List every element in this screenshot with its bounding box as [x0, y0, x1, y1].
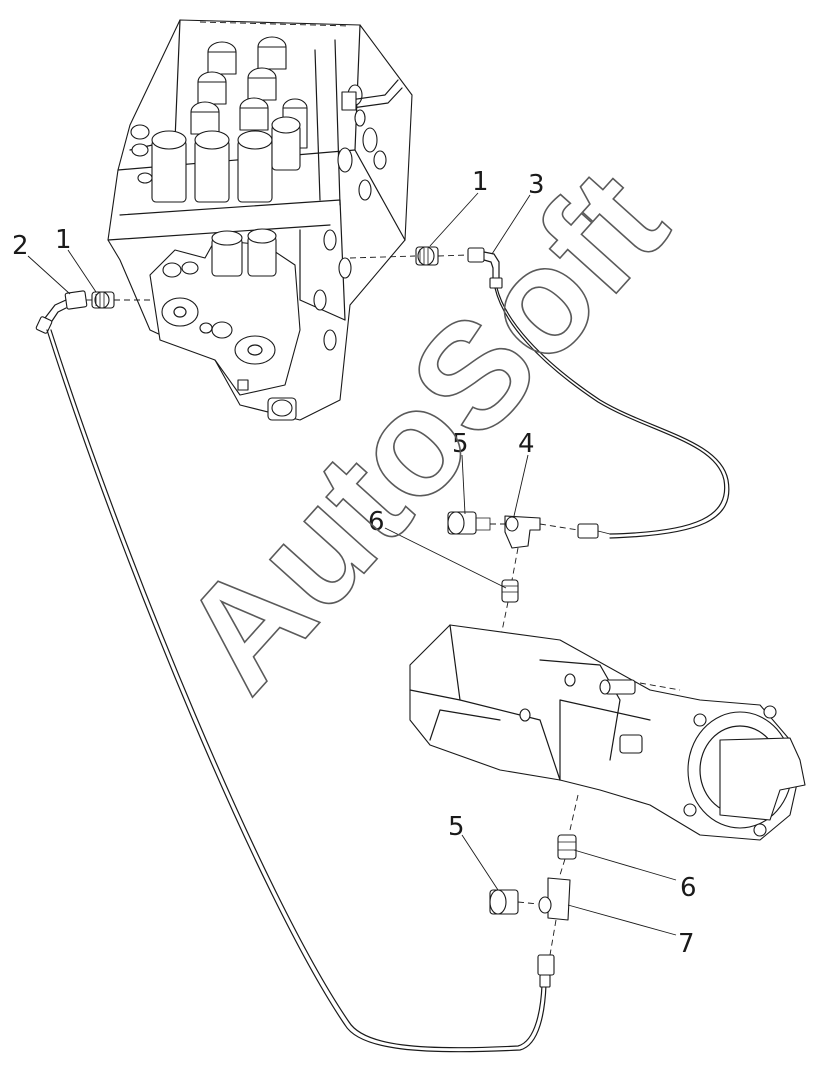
fitting-1-right: [349, 246, 469, 266]
plug-5-lower: [489, 889, 519, 915]
tee-fitting-4: [447, 511, 611, 581]
fitting-1-left: [91, 291, 150, 309]
adapter-6-upper: [495, 579, 519, 661]
tee-fitting-7: [517, 877, 571, 956]
hose-line-upper-inner: [494, 287, 726, 535]
hose-elbow-3: [467, 247, 503, 289]
callout-5-lower: 5: [448, 812, 465, 842]
hose-line-long: [46, 329, 547, 1053]
callout-6-upper: 6: [368, 507, 385, 537]
hydraulic-pump: [409, 624, 806, 841]
callout-6-lower: 6: [680, 873, 697, 903]
callout-5-upper: 5: [452, 429, 469, 459]
hose-end-lower: [537, 954, 555, 988]
callout-7: 7: [678, 929, 695, 959]
hose-line-long-inner: [50, 329, 543, 1049]
callout-1-left: 1: [55, 225, 72, 255]
callout-3: 3: [528, 170, 545, 200]
adapter-6-lower: [557, 834, 577, 876]
callout-2: 2: [12, 231, 29, 261]
callout-4: 4: [518, 429, 535, 459]
hose-line-upper: [496, 287, 730, 539]
leader-lines: [27, 192, 677, 936]
callout-numbers: 2 1 1 3 4 5 6 5 6 7: [12, 167, 697, 959]
callout-1-right: 1: [472, 167, 489, 197]
control-valve-block: [107, 19, 413, 421]
hose-elbow-2: [35, 290, 92, 334]
